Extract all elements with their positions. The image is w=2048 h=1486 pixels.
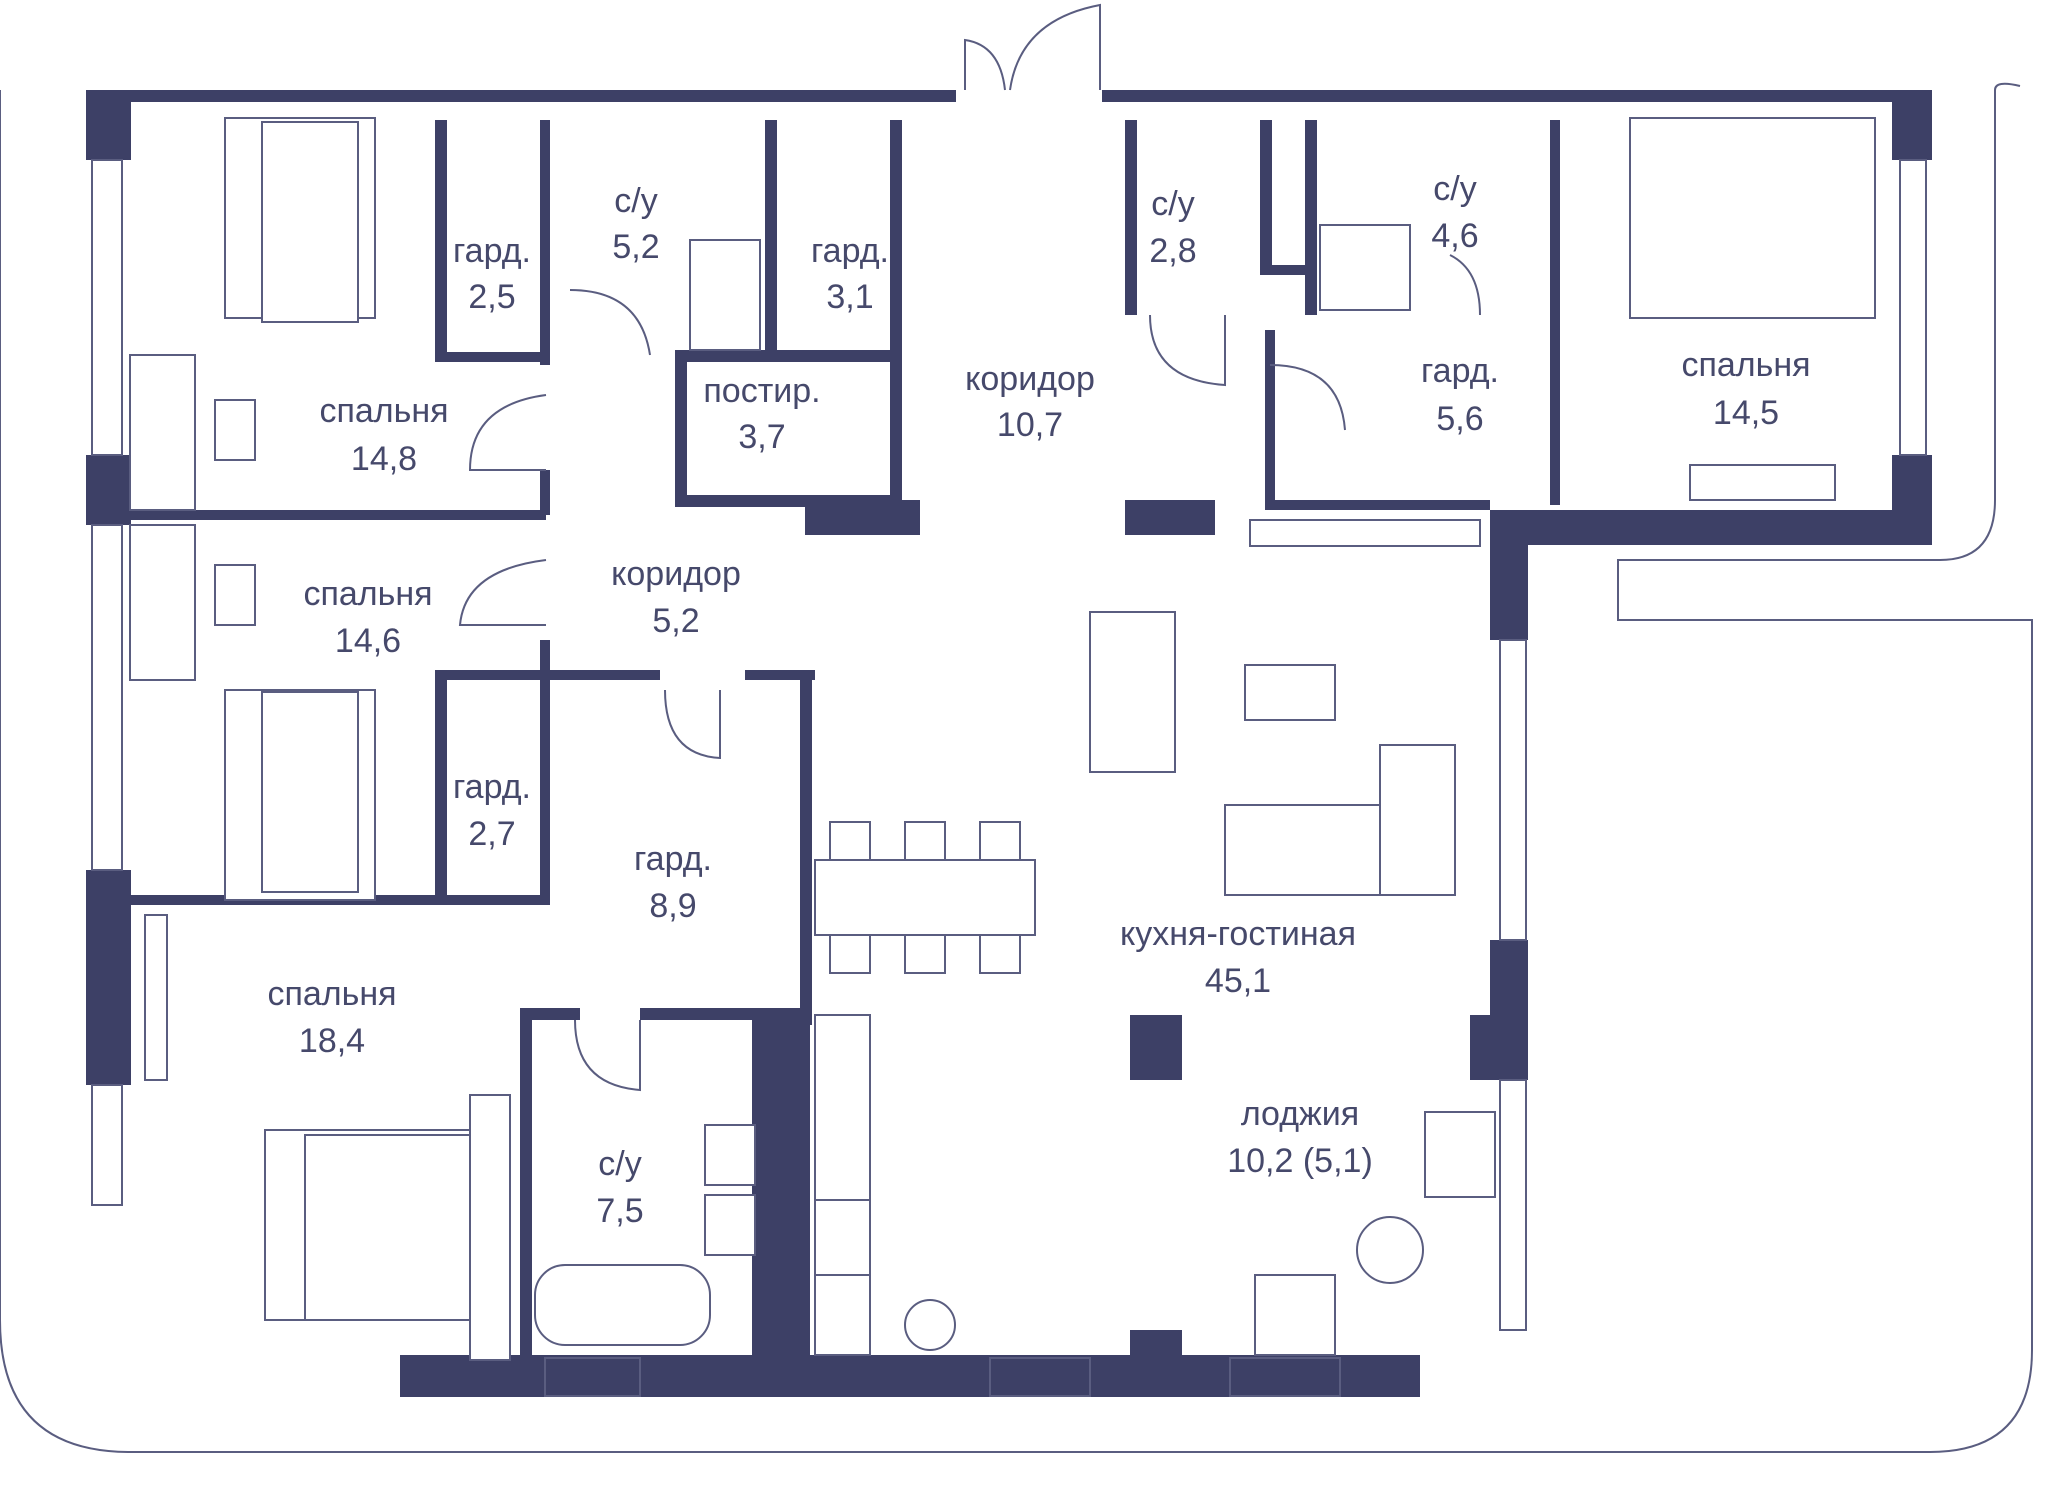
room-wardrobe-3-name: гард. <box>1421 352 1499 390</box>
room-wardrobe-1-name: гард. <box>453 232 531 270</box>
room-laundry-name: постир. <box>703 372 820 410</box>
room-living-area: 45,1 <box>1205 962 1271 1000</box>
room-bedroom-ne-name: спальня <box>1681 346 1810 384</box>
windows <box>91 159 1927 1397</box>
room-bedroom-sw-name: спальня <box>267 975 396 1013</box>
room-bath-2-name: с/у <box>1151 185 1194 223</box>
room-laundry-area: 3,7 <box>738 418 785 456</box>
furniture <box>129 117 1876 1361</box>
room-living-name: кухня-гостиная <box>1120 915 1356 953</box>
room-bedroom-nw-name: спальня <box>319 392 448 430</box>
entrance-door <box>964 3 1101 91</box>
room-bath-2-area: 2,8 <box>1149 232 1196 270</box>
room-wardrobe-1-area: 2,5 <box>468 278 515 316</box>
room-loggia-name: лоджия <box>1241 1095 1359 1133</box>
room-wardrobe-2-area: 3,1 <box>826 278 873 316</box>
room-bath-3-area: 4,6 <box>1431 217 1478 255</box>
interior-doors <box>458 254 1481 1092</box>
terrace-outline <box>0 82 2033 1453</box>
room-wardrobe-5-name: гард. <box>634 840 712 878</box>
room-loggia-area: 10,2 (5,1) <box>1227 1142 1373 1180</box>
room-bath-1-area: 5,2 <box>612 228 659 266</box>
room-bedroom-sw-area: 18,4 <box>299 1022 365 1060</box>
room-bedroom-nw-area: 14,8 <box>351 440 417 478</box>
room-bedroom-ne-area: 14,5 <box>1713 394 1779 432</box>
room-corridor-main-name: коридор <box>965 360 1095 398</box>
room-wardrobe-5-area: 8,9 <box>649 887 696 925</box>
room-labels: спальня 14,8 гард. 2,5 с/у 5,2 гард. 3,1… <box>267 170 1810 1230</box>
room-bath-1-name: с/у <box>614 182 657 220</box>
room-bath-3-name: с/у <box>1433 170 1476 208</box>
room-wardrobe-4-name: гард. <box>453 768 531 806</box>
exterior-walls <box>86 90 1932 1397</box>
room-corridor-main-area: 10,7 <box>997 406 1063 444</box>
room-bath-4-name: с/у <box>598 1145 641 1183</box>
room-wardrobe-2-name: гард. <box>811 232 889 270</box>
room-corridor-2-name: коридор <box>611 555 741 593</box>
room-wardrobe-3-area: 5,6 <box>1436 400 1483 438</box>
room-bedroom-w-name: спальня <box>303 575 432 613</box>
room-corridor-2-area: 5,2 <box>652 602 699 640</box>
room-bedroom-w-area: 14,6 <box>335 622 401 660</box>
room-bath-4-area: 7,5 <box>596 1192 643 1230</box>
room-wardrobe-4-area: 2,7 <box>468 815 515 853</box>
